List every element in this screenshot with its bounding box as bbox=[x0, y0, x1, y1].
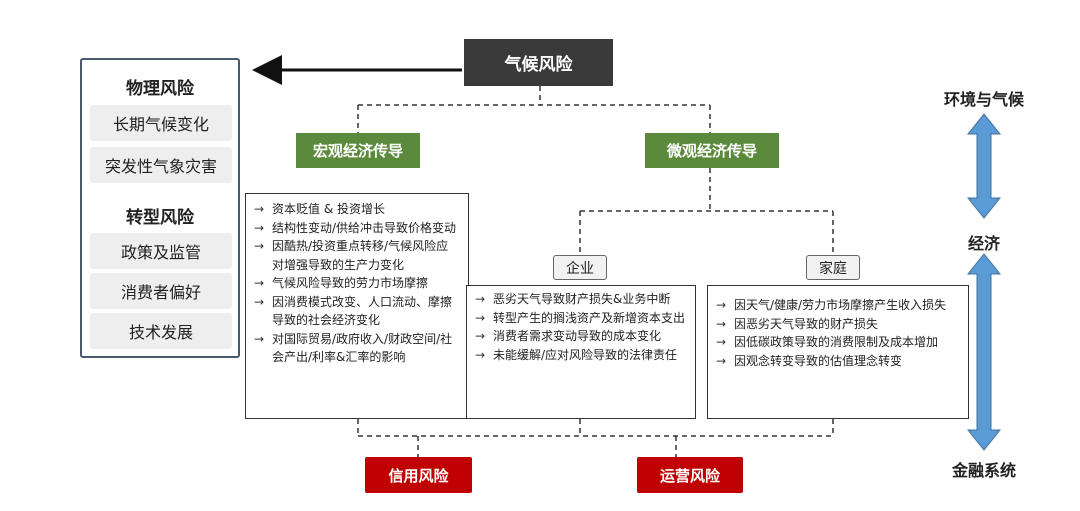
list-item: →因天气/健康/劳力市场摩擦产生收入损失 bbox=[716, 296, 958, 315]
arrow-right-icon: → bbox=[475, 310, 486, 325]
double-arrow-upper bbox=[966, 113, 1002, 219]
transition-risk-item: 消费者偏好 bbox=[90, 273, 232, 309]
arrow-right-icon: → bbox=[254, 239, 265, 253]
root-node-climate-risk: 气候风险 bbox=[464, 39, 613, 86]
arrow-right-icon: → bbox=[254, 220, 265, 235]
arrow-right-icon: → bbox=[254, 331, 265, 346]
arrow-right-icon: → bbox=[475, 347, 486, 362]
transition-risk-heading: 转型风险 bbox=[126, 208, 194, 228]
arrow-right-icon: → bbox=[475, 329, 486, 343]
root-node-label: 气候风险 bbox=[504, 55, 573, 75]
side-label-environment: 环境与气候 bbox=[943, 90, 1024, 109]
micro-transmission-label: 微观经济传导 bbox=[666, 142, 757, 160]
credit-risk-node: 信用风险 bbox=[365, 457, 472, 493]
list-item: →消费者需求变动导致的成本变化 bbox=[475, 327, 685, 346]
list-item: →因酷热/投资重点转移/气候风险应对增强导致的生产力变化 bbox=[254, 237, 458, 274]
enterprise-tag: 企业 bbox=[553, 255, 607, 280]
list-item: →对国际贸易/政府收入/财政空间/社会产出/利率&汇率的影响 bbox=[254, 330, 458, 367]
micro-transmission-node: 微观经济传导 bbox=[645, 133, 779, 168]
list-item: →因消费模式改变、人口流动、摩擦导致的社会经济变化 bbox=[254, 293, 458, 330]
side-label-economy: 经济 bbox=[967, 234, 1000, 253]
list-item: →未能缓解/应对风险导致的法律责任 bbox=[475, 346, 685, 365]
arrow-right-icon: → bbox=[716, 353, 727, 368]
list-item: →因观念转变导致的估值理念转变 bbox=[716, 352, 958, 371]
enterprise-effects-list: →恶劣天气导致财产损失&业务中断 →转型产生的搁浅资产及新增资本支出 →消费者需… bbox=[466, 285, 696, 419]
side-label-financial-system: 金融系统 bbox=[951, 461, 1016, 480]
physical-risk-item: 突发性气象灾害 bbox=[90, 147, 232, 183]
transition-risk-item: 政策及监管 bbox=[90, 233, 232, 269]
double-arrow-lower bbox=[966, 253, 1002, 451]
list-item: →结构性变动/供给冲击导致价格变动 bbox=[254, 219, 458, 238]
macro-transmission-node: 宏观经济传导 bbox=[296, 133, 420, 168]
household-tag: 家庭 bbox=[806, 255, 860, 280]
physical-risk-heading: 物理风险 bbox=[126, 79, 194, 99]
credit-risk-label: 信用风险 bbox=[388, 466, 449, 485]
arrow-right-icon: → bbox=[716, 298, 727, 312]
macro-transmission-label: 宏观经济传导 bbox=[312, 142, 403, 160]
arrow-right-icon: → bbox=[254, 276, 265, 290]
physical-risk-item: 长期气候变化 bbox=[90, 105, 232, 141]
list-item: →恶劣天气导致财产损失&业务中断 bbox=[475, 290, 685, 309]
macro-effects-list: →资本贬值 & 投资增长 →结构性变动/供给冲击导致价格变动 →因酷热/投资重点… bbox=[245, 193, 469, 419]
list-item: →资本贬值 & 投资增长 bbox=[254, 200, 458, 219]
operation-risk-node: 运营风险 bbox=[637, 457, 743, 493]
arrow-right-icon: → bbox=[254, 202, 265, 216]
household-effects-list: →因天气/健康/劳力市场摩擦产生收入损失 →因恶劣天气导致的财产损失 →因低碳政… bbox=[707, 285, 969, 419]
arrow-right-icon: → bbox=[475, 292, 486, 306]
list-item: →转型产生的搁浅资产及新增资本支出 bbox=[475, 309, 685, 328]
operation-risk-label: 运营风险 bbox=[659, 466, 720, 485]
arrow-right-icon: → bbox=[254, 294, 265, 309]
arrow-right-icon: → bbox=[716, 316, 727, 331]
list-item: →因恶劣天气导致的财产损失 bbox=[716, 315, 958, 334]
left-panel-risk-types: 物理风险 长期气候变化 突发性气象灾害 转型风险 政策及监管 消费者偏好 技术发… bbox=[80, 58, 240, 358]
arrow-right-icon: → bbox=[716, 335, 727, 349]
transition-risk-item: 技术发展 bbox=[90, 313, 232, 349]
list-item: →气候风险导致的劳力市场摩擦 bbox=[254, 274, 458, 293]
list-item: →因低碳政策导致的消费限制及成本增加 bbox=[716, 333, 958, 352]
